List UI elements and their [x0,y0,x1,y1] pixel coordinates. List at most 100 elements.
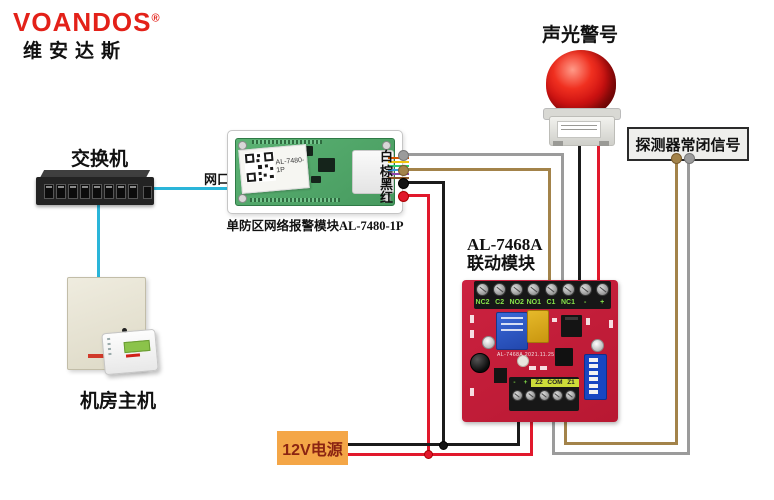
relay-title-model: AL-7468A [467,235,543,254]
host-label: 机房主机 [80,391,157,412]
legend-red-dot [398,191,409,202]
screw-terminal [578,283,592,296]
power-label: 12V电源 [277,431,348,465]
alarm-label: 声光警号 [542,25,619,46]
rj45-port [80,184,90,199]
transistor [494,368,507,383]
z1-wire-run [564,442,678,445]
alarm-black-wire [578,142,581,284]
dip-switch [584,354,607,400]
pcb-pad [540,366,547,370]
beacon-foot [599,141,609,146]
network-wire-horizontal [150,187,233,190]
legend-black: 黑 [380,177,394,192]
legend-white: 白 [380,149,394,164]
rj45-port [56,184,66,199]
terminal-label-nc2: NC2 [475,299,490,306]
mounting-hole [382,141,391,150]
green-module-caption: 单防区网络报警模块AL-7480-1P [226,219,404,233]
rj45-port [104,184,114,199]
module-connector [352,150,394,194]
legend-black-dot [398,178,409,189]
switch-ports [44,184,140,200]
terminal-label-nc1: NC1 [561,299,576,306]
brown-wire-horizontal [404,168,551,171]
red-wire-vertical [427,194,430,456]
network-wire-vertical [97,204,100,278]
pcb-pad [470,388,474,396]
brown-wire-vertical [548,168,551,284]
legend-red: 红 [380,190,394,205]
bottom-terminal-labels: - + Z2 COM Z1 [509,379,579,387]
screw-terminal [565,390,576,401]
red-junction-dot [424,450,433,459]
top-terminal-screws [476,283,609,296]
power-positive-line [348,453,533,456]
voltage-regulator [561,315,582,337]
com-wire-run [552,452,690,455]
legend-brown: 棕 [380,164,394,179]
terminal-label-minus: - [513,379,516,386]
terminal-label-plus: + [600,299,605,306]
main-chip [318,158,335,172]
screw-terminal [595,283,609,296]
pcb-pads [250,198,340,202]
detector-brown-dot [671,153,682,164]
screw-terminal [510,283,524,296]
small-chip [311,176,321,183]
red-wire-horizontal [404,194,430,197]
z1-wire-drop [564,407,567,445]
black-junction-dot [439,441,448,450]
power-positive-riser [530,409,533,456]
switch-label: 交换机 [71,149,129,170]
switch-uplink-port [143,186,152,199]
terminal-label-z2: Z2 [531,379,547,387]
lead-brown [388,177,409,179]
screw-terminal [493,283,507,296]
board-silkscreen: AL-7468A 2021.11.25 [497,352,555,358]
qr-code [243,150,277,184]
terminal-label-no1: NO1 [526,299,542,306]
terminal-label-no2: NO2 [509,299,524,306]
host-red-marking [88,354,104,358]
black-wire-vertical [442,181,445,447]
white-wire-horizontal [404,153,564,156]
mounting-hole [382,194,391,203]
power-negative-line [348,443,520,446]
terminal-label-com: COM [547,379,563,387]
pcb-pad [470,330,474,338]
pcb-pad [552,318,557,322]
legend-brown-dot [398,165,409,176]
detector-gray-dot [684,153,695,164]
mounting-hole [238,194,247,203]
pcb-pad [609,320,613,328]
pcb-pad [470,315,474,323]
ic-chip [555,348,573,366]
terminal-label-z1: Z1 [563,379,579,387]
screw-terminal [551,390,563,401]
screw-terminal [561,283,575,296]
screw-terminal [476,283,489,296]
net-port-label: 网口 [204,172,231,187]
terminal-label-c1: C1 [546,299,556,306]
rj45-port [128,184,138,199]
brand-chinese: 维安达斯 [23,41,128,62]
pcb-pad [586,318,590,325]
beacon-foot [553,141,563,146]
mounting-hole [591,339,604,352]
pcb-pads [252,140,322,144]
screw-terminal [527,283,541,296]
mounting-hole [482,336,495,349]
rj45-port [116,184,126,199]
alarm-red-wire [597,142,600,284]
bottom-terminal-screws [512,390,576,401]
rj45-port [44,184,54,199]
beacon-dome [546,50,616,116]
screw-terminal [538,390,550,401]
lead-yellow [388,161,409,163]
power-negative-riser [517,409,520,446]
blue-relay [496,312,528,350]
yellow-relay [527,310,549,343]
terminal-label-plus: + [523,379,528,386]
